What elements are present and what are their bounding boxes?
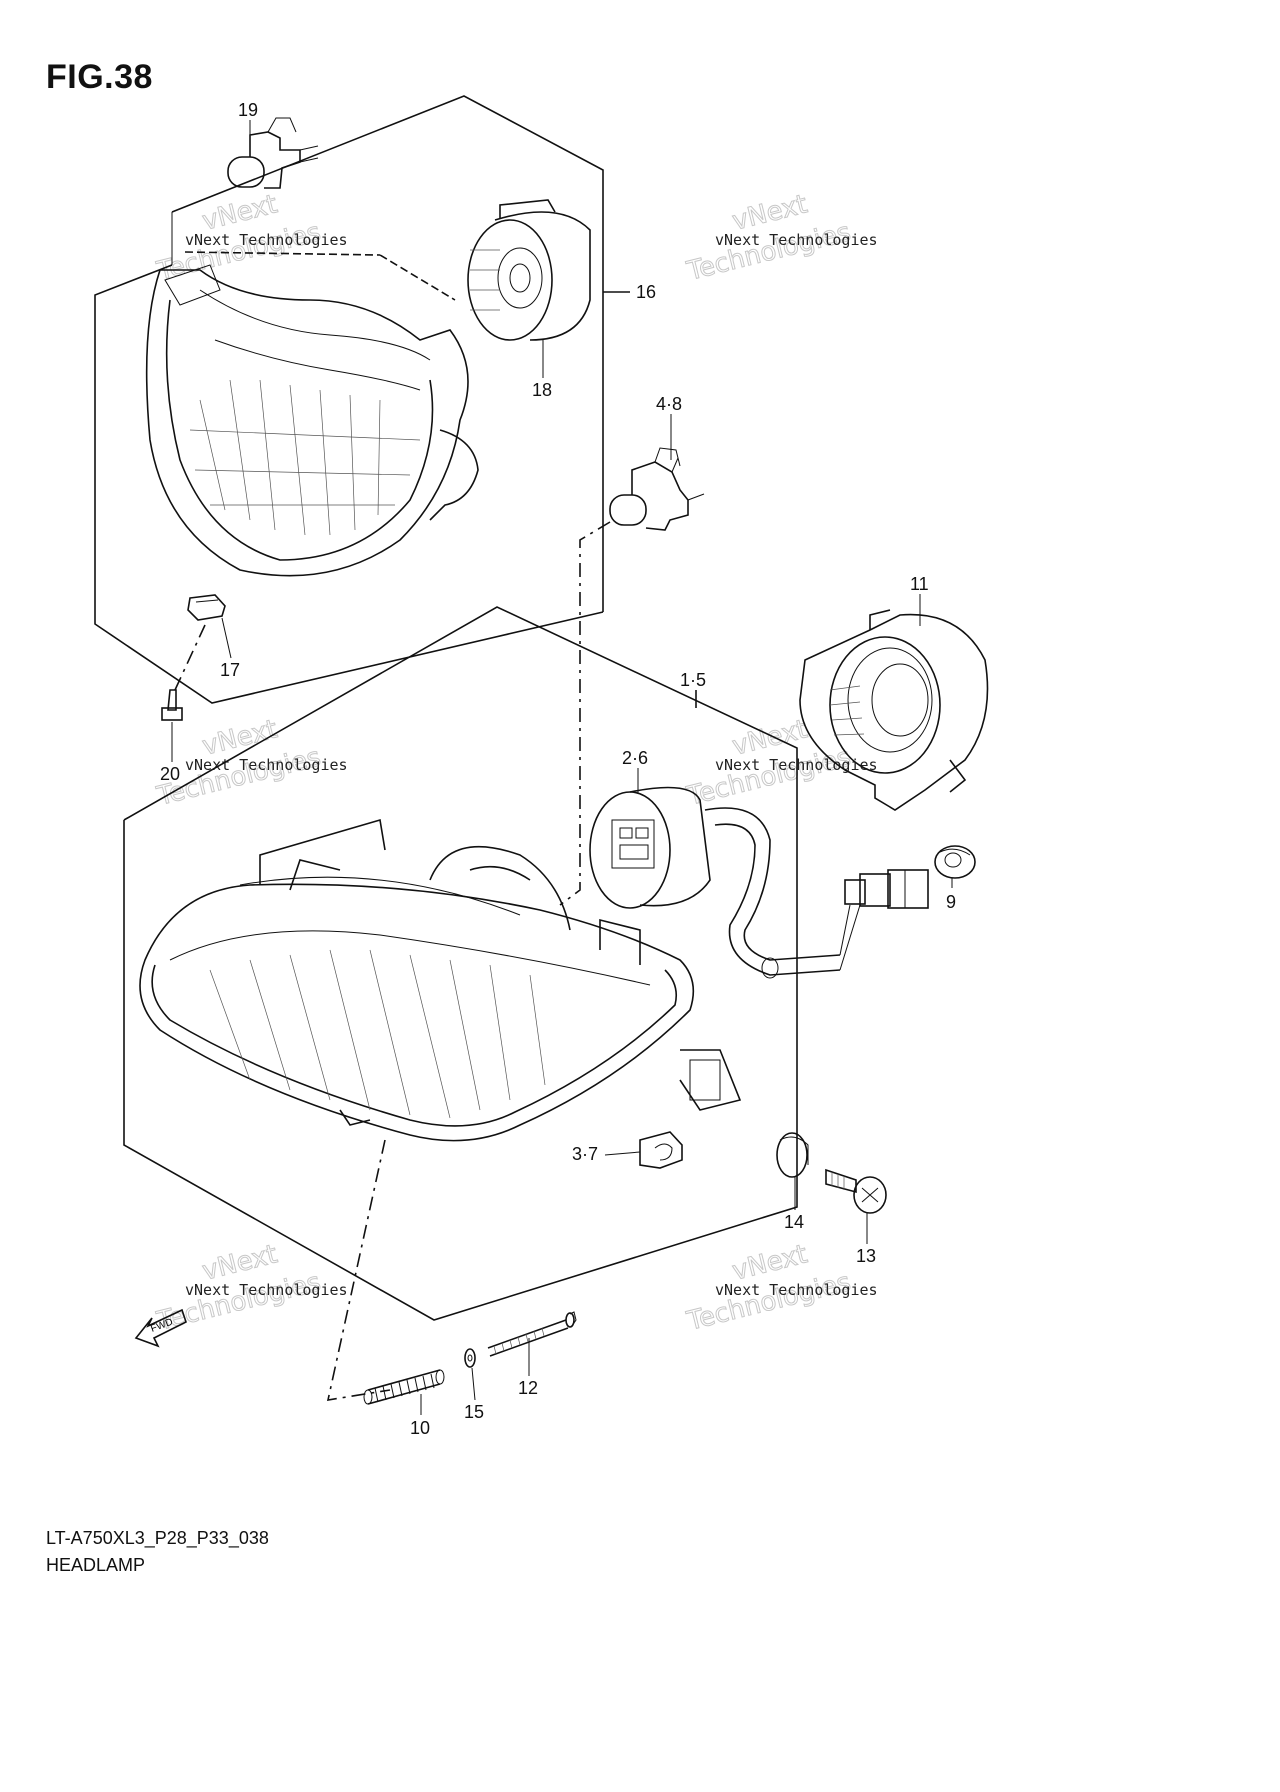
watermark-bottom-right: Technologies vNext vNext Technologies: [683, 1239, 878, 1338]
callout-3-7: 3·7: [572, 1144, 641, 1164]
svg-text:12: 12: [518, 1378, 538, 1398]
svg-text:19: 19: [238, 100, 258, 120]
upper-headlamp-housing: [145, 264, 479, 577]
callout-2-6: 2·6: [622, 748, 648, 793]
watermark-group: Technologies vNext vNext Technologies Te…: [153, 189, 878, 1338]
lower-assembly-frame: [123, 606, 798, 1321]
callout-1-5: 1·5: [680, 670, 706, 690]
svg-text:vNext Technologies: vNext Technologies: [715, 1281, 878, 1299]
clip-part-3-7: [639, 1131, 683, 1169]
spring-part-10: [363, 1369, 445, 1405]
svg-text:9: 9: [946, 892, 956, 912]
connector: [839, 869, 929, 971]
callout-17: 17: [220, 617, 240, 680]
socket-part-2-6: [589, 786, 841, 979]
diagram-name: HEADLAMP: [46, 1555, 146, 1575]
grommet-part-14: [776, 1132, 809, 1178]
cover-part-16: [467, 199, 591, 341]
svg-text:17: 17: [220, 660, 240, 680]
svg-text:10: 10: [410, 1418, 430, 1438]
watermark-mid-right: Technologies vNext vNext Technologies: [683, 714, 878, 813]
watermark-top-left: Technologies vNext vNext Technologies: [153, 189, 348, 288]
svg-text:vNext Technologies: vNext Technologies: [185, 756, 348, 774]
callout-16: 16: [636, 282, 656, 302]
ring-part-11: [799, 609, 989, 811]
callout-11: 11: [910, 574, 929, 626]
callout-12: 12: [518, 1338, 538, 1398]
svg-text:14: 14: [784, 1212, 804, 1232]
callout-10: 10: [410, 1394, 430, 1438]
washer-part-15: [464, 1348, 476, 1368]
callout-20: 20: [160, 722, 180, 784]
watermark-mid-left: Technologies vNext vNext Technologies: [153, 714, 348, 813]
svg-text:vNext Technologies: vNext Technologies: [185, 231, 348, 249]
callout-15: 15: [464, 1367, 484, 1422]
lower-headlamp-housing: [139, 818, 742, 1142]
svg-text:13: 13: [856, 1246, 876, 1266]
screw-part-13: [825, 1168, 887, 1214]
reference-lines: [184, 251, 611, 1401]
clip-part-17: [187, 594, 226, 621]
svg-text:vNext Technologies: vNext Technologies: [715, 231, 878, 249]
svg-text:18: 18: [532, 380, 552, 400]
bolt-part-20: [161, 624, 206, 721]
fwd-arrow-icon: FWD: [134, 1308, 187, 1348]
callout-13: 13: [856, 1213, 876, 1266]
screw-part-12: [487, 1311, 577, 1357]
bulb-top-part-19: [227, 117, 319, 189]
svg-text:1·5: 1·5: [680, 670, 706, 690]
grommet-part-9: [934, 845, 976, 879]
callout-18: 18: [532, 340, 552, 400]
callout-14: 14: [784, 1177, 804, 1232]
diagram-code: LT-A750XL3_P28_P33_038: [46, 1528, 269, 1548]
callout-4-8: 4·8: [656, 394, 682, 460]
callout-9: 9: [946, 878, 956, 912]
watermark-top-right: Technologies vNext vNext Technologies: [683, 189, 878, 288]
callout-19: 19: [238, 100, 258, 135]
upper-assembly-frame: [94, 95, 630, 704]
svg-text:4·8: 4·8: [656, 394, 682, 414]
svg-text:20: 20: [160, 764, 180, 784]
figure-title: FIG.38: [46, 58, 153, 96]
svg-text:3·7: 3·7: [572, 1144, 598, 1164]
svg-text:16: 16: [636, 282, 656, 302]
svg-text:11: 11: [910, 574, 929, 594]
callouts: 19 16 18 4·8 17 20 11 1·5 2·6: [160, 100, 956, 1438]
svg-text:vNext Technologies: vNext Technologies: [185, 1281, 348, 1299]
svg-text:2·6: 2·6: [622, 748, 648, 768]
bulb-part-4-8: [609, 447, 705, 531]
svg-text:15: 15: [464, 1402, 484, 1422]
